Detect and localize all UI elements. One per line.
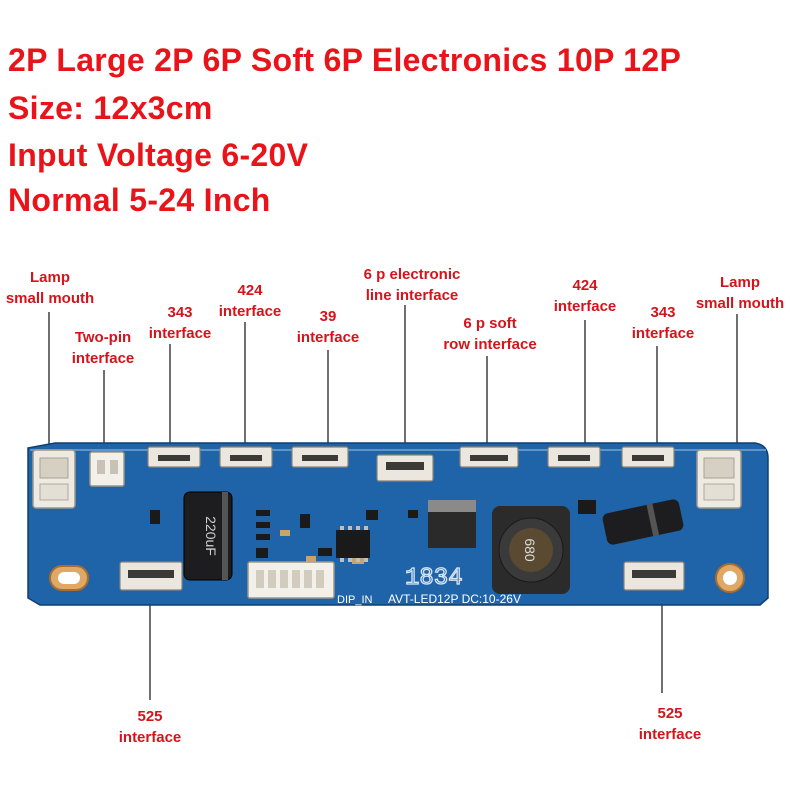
- dip-in-connector: [247, 561, 335, 599]
- board-number: 1834: [405, 565, 463, 592]
- spec-line-3: Input Voltage 6-20V: [8, 137, 309, 173]
- connector-525-left: [119, 561, 183, 591]
- inductor-label: 680: [522, 538, 538, 562]
- spec-line-4: Normal 5-24 Inch: [8, 182, 271, 218]
- capacitor-right: [602, 499, 684, 545]
- lamp-connector-left: [32, 449, 76, 509]
- spec-line-2: Size: 12x3cm: [8, 90, 213, 126]
- spec-line-1: 2P Large 2P 6P Soft 6P Electronics 10P 1…: [8, 42, 682, 78]
- two-pin-connector: [89, 451, 125, 487]
- connector-525-right: [623, 561, 685, 591]
- lamp-connector-right: [696, 449, 742, 509]
- diode: [578, 500, 596, 514]
- leader-lines: [48, 305, 738, 700]
- ic-chip: [336, 526, 370, 562]
- capacitor-220uf: 220uF: [183, 491, 233, 581]
- mosfet: [428, 500, 476, 548]
- dip-label: DIP_IN: [337, 594, 373, 606]
- model-label: AVT-LED12P DC:10-26V: [388, 592, 521, 606]
- inductor-680: 680: [492, 506, 570, 594]
- capacitor-label: 220uF: [203, 516, 219, 556]
